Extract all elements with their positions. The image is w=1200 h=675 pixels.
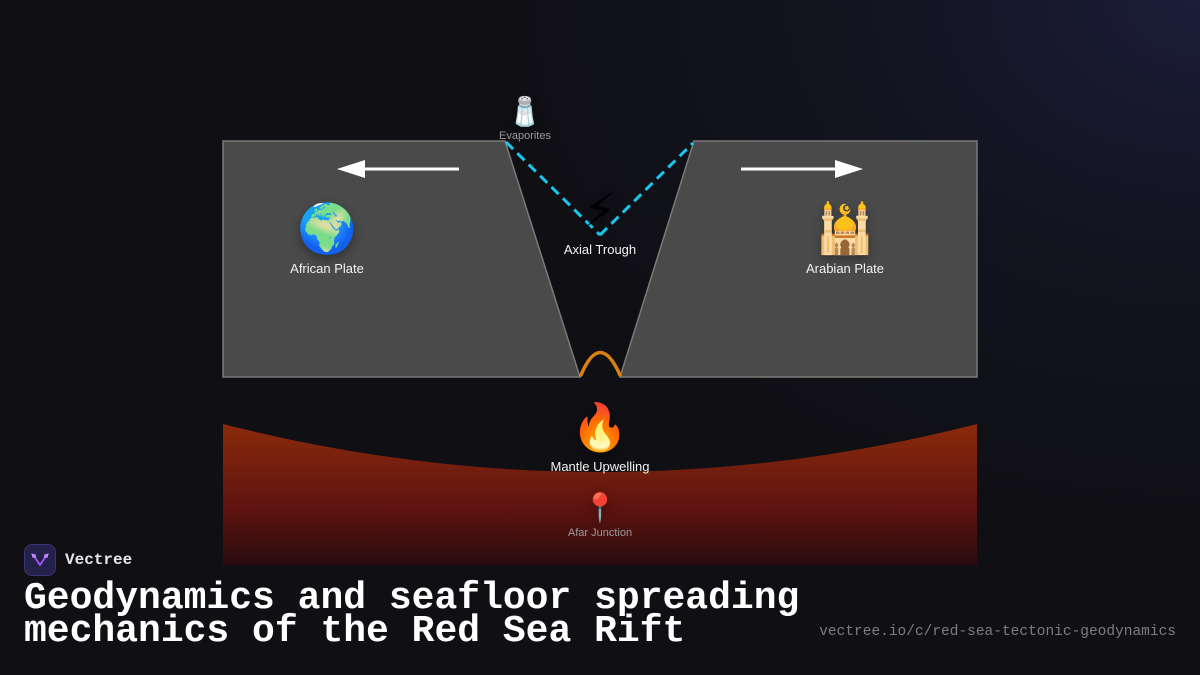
evaporites-label: Evaporites xyxy=(499,130,551,142)
title-line-1: Geodynamics and seafloor spreading xyxy=(24,577,800,620)
title-line-2: mechanics of the Red Sea Rift xyxy=(24,610,686,653)
african-plate-label: African Plate xyxy=(290,261,364,276)
page-title: Geodynamics and seafloor spreading mecha… xyxy=(24,580,799,651)
arabian-plate-label: Arabian Plate xyxy=(805,261,885,276)
african-plate-block xyxy=(222,140,582,378)
mantle-region xyxy=(223,424,977,565)
globe-africa-icon: 🌍 xyxy=(297,201,357,257)
trough-to-arabian-line xyxy=(598,141,695,237)
afar-junction-label: Afar Junction xyxy=(567,527,633,539)
mosque-icon: 🕌 xyxy=(815,201,875,257)
brand-name: Vectree xyxy=(65,551,133,569)
arabian-plate-block xyxy=(618,140,978,378)
source-url: vectree.io/c/red-sea-tectonic-geodynamic… xyxy=(819,624,1176,640)
lightning-icon: ⚡ xyxy=(583,183,617,237)
brand: Vectree xyxy=(24,544,132,576)
vectree-logo-icon xyxy=(24,544,56,576)
arrow-left-icon xyxy=(337,160,459,178)
axial-trough-label: Axial Trough xyxy=(563,242,637,257)
evaporite-to-trough-line xyxy=(504,140,602,237)
magma-arc xyxy=(579,351,622,377)
salt-shaker-icon: 🧂 xyxy=(507,95,543,128)
pushpin-icon: 📍 xyxy=(582,491,618,524)
fire-icon: 🔥 xyxy=(571,400,629,454)
mantle-upwelling-label: Mantle Upwelling xyxy=(550,459,650,474)
arrow-right-icon xyxy=(741,160,863,178)
